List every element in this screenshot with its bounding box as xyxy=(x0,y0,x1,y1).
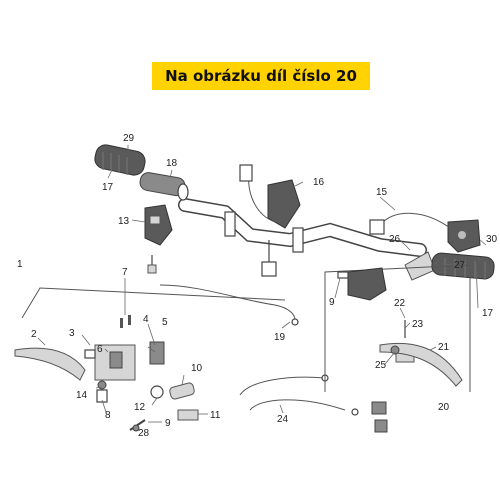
callout-30: 30 xyxy=(486,234,498,245)
callout-17-left: 17 xyxy=(102,182,114,193)
callout-21: 21 xyxy=(438,342,450,353)
callout-4: 4 xyxy=(143,314,149,325)
callout-14: 14 xyxy=(76,390,88,401)
callout-1: 1 xyxy=(17,259,23,270)
callout-7: 7 xyxy=(122,267,128,278)
callout-3: 3 xyxy=(69,328,75,339)
part-number-banner: Na obrázku díl číslo 20 xyxy=(152,62,370,90)
callout-20: 20 xyxy=(438,402,450,413)
throttle-housing xyxy=(369,212,481,253)
left-switch xyxy=(144,204,173,274)
callout-10: 10 xyxy=(191,363,203,374)
right-switch xyxy=(239,164,301,229)
callout-19: 19 xyxy=(274,332,286,343)
callout-15: 15 xyxy=(376,187,388,198)
callout-22: 22 xyxy=(394,298,406,309)
callout-9-right: 9 xyxy=(329,297,335,308)
callout-27: 27 xyxy=(454,260,466,271)
callout-13: 13 xyxy=(118,216,130,227)
callout-8: 8 xyxy=(105,410,111,421)
grip-insert xyxy=(139,172,189,201)
callout-28: 28 xyxy=(138,428,150,439)
callout-9-left: 9 xyxy=(165,418,171,429)
throttle-cable xyxy=(239,374,388,433)
callout-6: 6 xyxy=(97,344,103,355)
callout-25: 25 xyxy=(375,360,387,371)
callout-24: 24 xyxy=(277,414,289,425)
callout-12: 12 xyxy=(134,402,146,413)
callout-numbers: 29 17 18 13 16 15 26 30 17 27 9 22 23 21… xyxy=(17,133,498,439)
callout-17-right: 17 xyxy=(482,308,494,319)
left-grip xyxy=(94,144,146,176)
left-lever-assembly xyxy=(14,287,286,403)
leader-lines xyxy=(37,145,487,423)
callout-26: 26 xyxy=(389,234,401,245)
callout-16: 16 xyxy=(313,177,325,188)
right-grip xyxy=(404,251,495,281)
callout-5: 5 xyxy=(162,317,168,328)
right-lever-assembly xyxy=(324,264,471,392)
callout-23: 23 xyxy=(412,319,424,330)
banner-text: Na obrázku díl číslo 20 xyxy=(165,67,357,85)
callout-29: 29 xyxy=(123,133,135,144)
brake-cable xyxy=(159,284,299,326)
callout-18: 18 xyxy=(166,158,178,169)
callout-2: 2 xyxy=(31,329,37,340)
callout-11: 11 xyxy=(210,410,221,421)
handlebar xyxy=(178,198,427,277)
